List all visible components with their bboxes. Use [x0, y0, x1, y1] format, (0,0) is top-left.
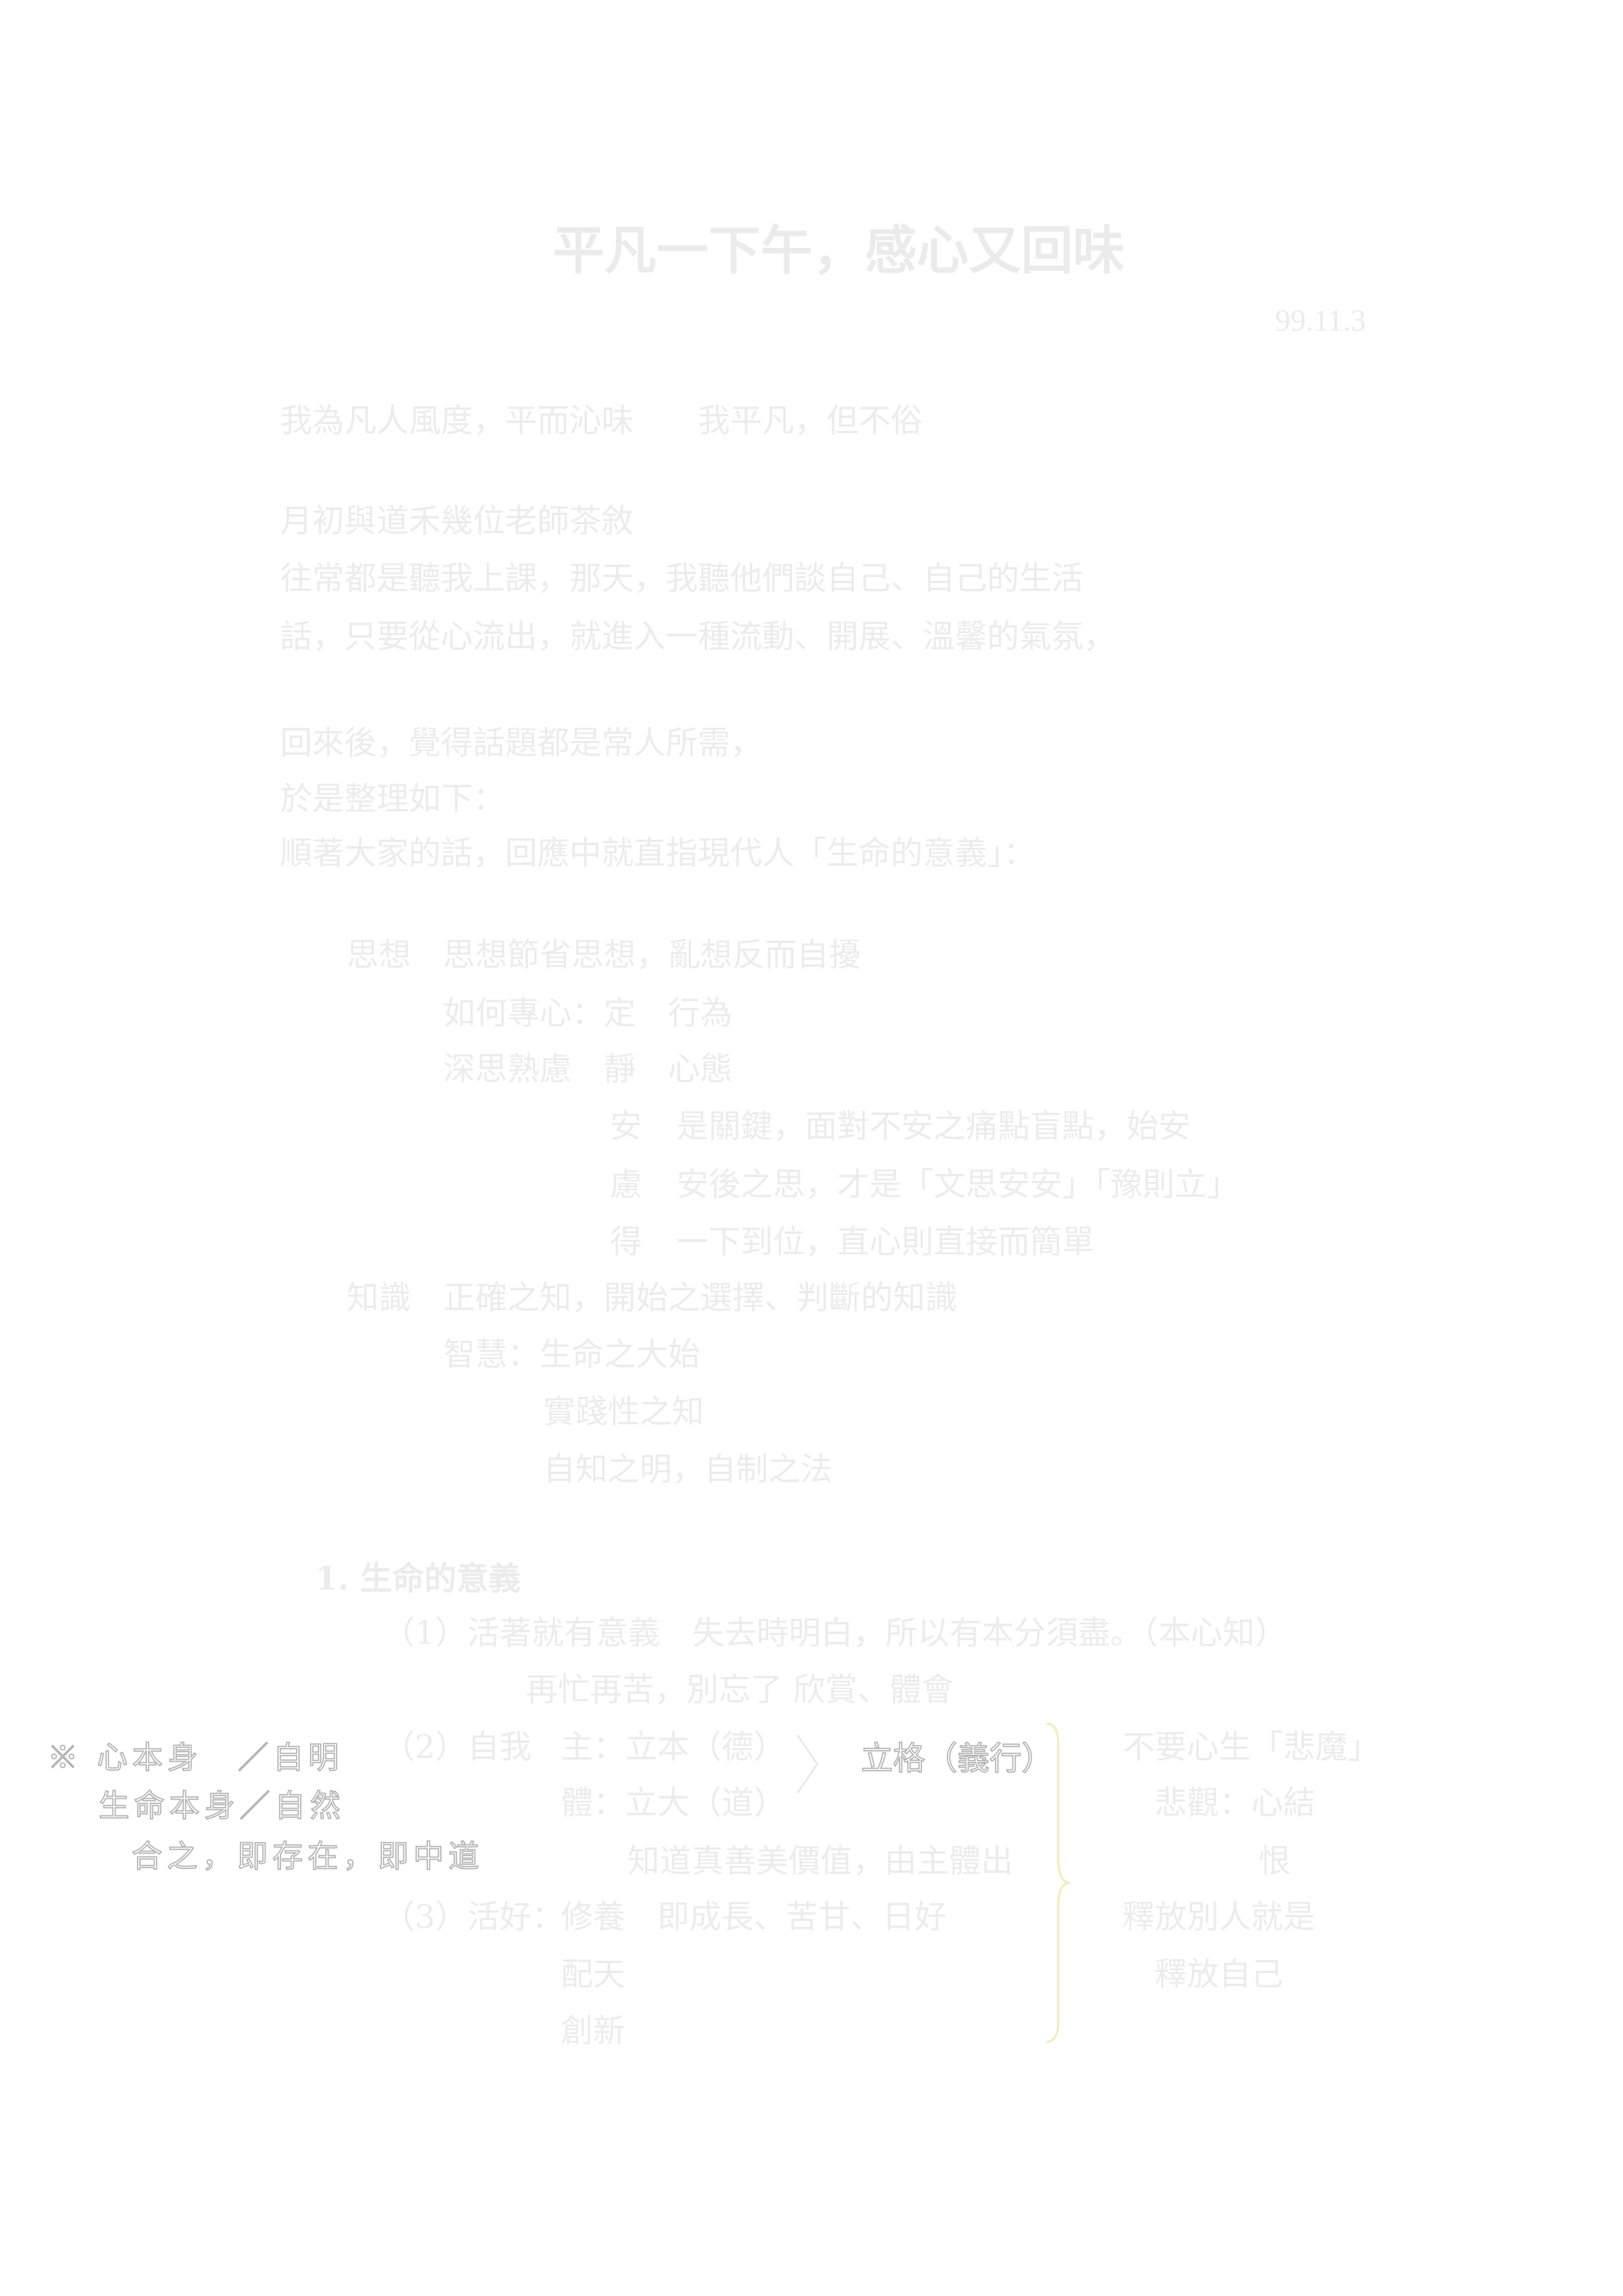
- knowledge-sub: 實踐性之知: [543, 1393, 705, 1430]
- item-3-line: 創新: [561, 2012, 626, 2050]
- step-text: 安後之思，才是「文思安安」「豫則立」: [676, 1166, 1240, 1203]
- item-2-result: 立格（義行）: [860, 1739, 1054, 1778]
- side-note: 生命本身／自然: [98, 1788, 345, 1825]
- item-2b: 體：立大（道）: [561, 1784, 787, 1821]
- right-brace: [1045, 1722, 1071, 2043]
- right-note: 釋放自己: [1155, 1955, 1284, 1993]
- intro-line: 話，只要從心流出，就進入一種流動、開展、溫馨的氣氛，: [280, 618, 1116, 655]
- thought-line: 深思熟慮 靜 心態: [443, 1050, 733, 1088]
- knowledge-label: 知識: [347, 1279, 412, 1316]
- right-note: 釋放別人就是: [1123, 1898, 1316, 1936]
- step-text: 一下到位，直心則直接而簡單: [676, 1223, 1095, 1261]
- side-note: 合之，即存在，即中道: [131, 1838, 484, 1875]
- thought-line: 思想節省思想，亂想反而自擾: [443, 936, 862, 974]
- intro-line: 回來後，覺得話題都是常人所需，: [280, 724, 763, 762]
- item-3-label: （3）活好：: [383, 1898, 564, 1936]
- right-note: 不要心生「悲魔」: [1123, 1728, 1380, 1766]
- item-2-label: （2）自我: [383, 1728, 532, 1766]
- date: 99.11.3: [1275, 303, 1366, 338]
- knowledge-sub: 自知之明，自制之法: [543, 1450, 833, 1488]
- thought-line: 如何專心：定 行為: [443, 994, 733, 1032]
- intro-line: 順著大家的話，回應中就直指現代人「生命的意義」：: [280, 834, 1036, 872]
- chevron-right-icon: [797, 1734, 819, 1794]
- page-title: 平凡一下午，感心又回味: [552, 220, 1125, 282]
- intro-line: 往常都是聽我上課，那天，我聽他們談自己、自己的生活: [280, 559, 1084, 597]
- intro-line: 月初與道禾幾位老師茶敘: [280, 502, 634, 540]
- item-2c: 知道真善美價值，由主體出: [627, 1842, 1014, 1880]
- intro-line: 於是整理如下：: [280, 780, 506, 817]
- item-3-line: 配天: [561, 1955, 626, 1993]
- right-note: 悲觀：心結: [1155, 1784, 1316, 1821]
- intro-line: 我為凡人風度，平而沁味 我平凡，但不俗: [280, 402, 924, 439]
- item-1b: 再忙再苦，別忘了 欣賞、體會: [526, 1671, 954, 1708]
- knowledge-line: 正確之知，開始之選擇、判斷的知識: [443, 1279, 958, 1316]
- thought-label: 思想: [347, 936, 412, 974]
- item-1: （1）活著就有意義 失去時明白，所以有本分須盡。（本心知）: [383, 1614, 1287, 1652]
- step-key: 安: [610, 1107, 643, 1145]
- step-key: 慮: [610, 1166, 643, 1203]
- side-note: ※ 心本身 ／自明: [47, 1740, 344, 1776]
- item-3-line: 修養 即成長、苦甘、日好: [561, 1898, 947, 1936]
- step-text: 是關鍵，面對不安之痛點盲點，始安: [676, 1107, 1191, 1145]
- right-note: 恨: [1259, 1842, 1292, 1880]
- section-heading: 1. 生命的意義: [315, 1560, 521, 1597]
- step-key: 得: [610, 1223, 643, 1261]
- item-2a: 主：立本（德）: [561, 1728, 787, 1766]
- knowledge-line: 智慧：生命之大始: [443, 1336, 701, 1373]
